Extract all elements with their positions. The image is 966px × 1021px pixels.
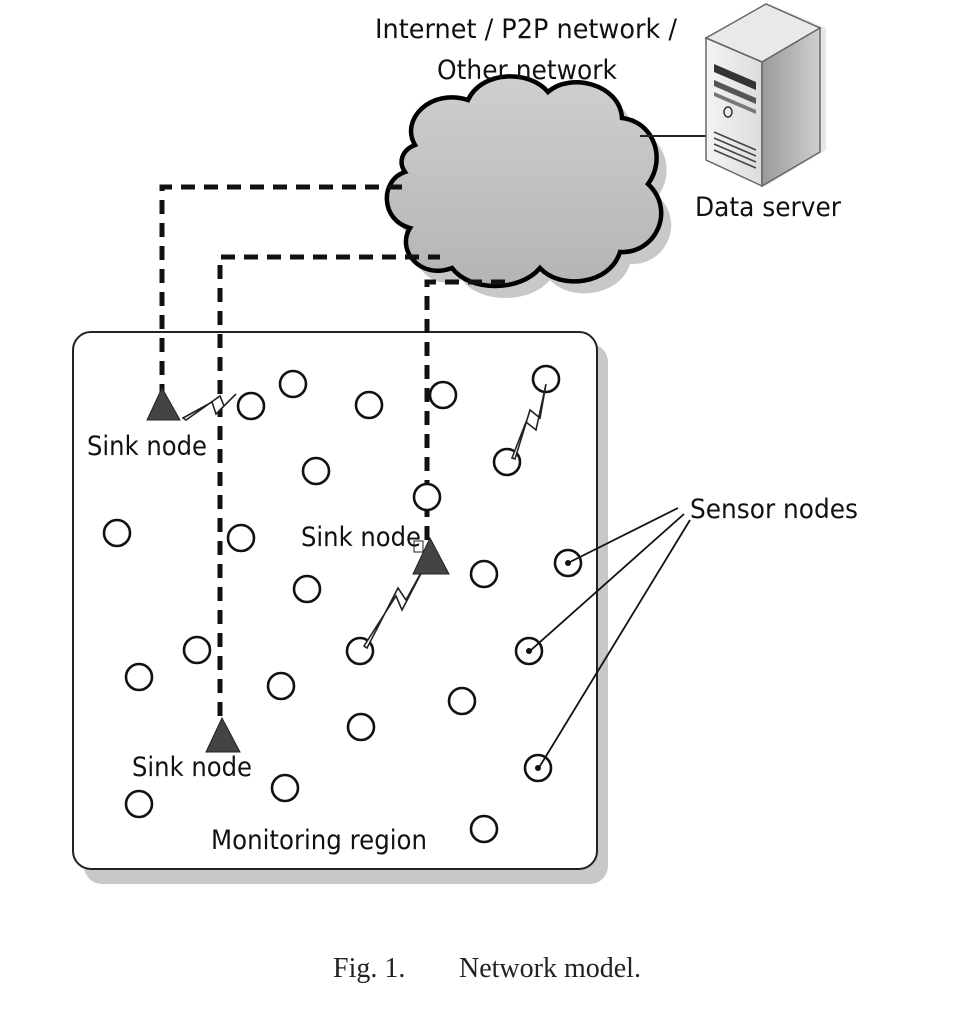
sink-node-2-label: Sink node <box>301 522 421 553</box>
sensor-node-dot <box>565 560 571 566</box>
sensor-node <box>301 456 331 486</box>
sensor-node <box>447 686 477 716</box>
network-label-line1: Internet / P2P network / <box>375 14 678 45</box>
sensor-node <box>236 391 266 421</box>
monitoring-region-box <box>72 331 598 870</box>
wireless-link-icon <box>181 393 237 421</box>
wireless-link-icon <box>362 559 429 650</box>
sensor-nodes <box>102 364 583 844</box>
sink-node-1-icon <box>146 386 181 421</box>
network-label-line2: Other network <box>437 55 617 86</box>
sensor-leader-line <box>539 519 691 767</box>
sensor-node <box>531 364 561 394</box>
sensor-node <box>124 662 154 692</box>
sink-node-3-icon <box>205 716 241 753</box>
sensor-node <box>226 523 256 553</box>
sensor-leader-line <box>530 513 685 651</box>
sensor-node <box>428 380 458 410</box>
caption-title: Network model. <box>459 953 641 984</box>
sink-3-network-link <box>217 254 440 716</box>
sensor-node <box>469 559 499 589</box>
sink-node-3-label: Sink node <box>132 752 252 783</box>
cloud-shape <box>384 74 664 289</box>
caption-fig-number: Fig. 1. <box>333 953 405 984</box>
monitoring-region-label: Monitoring region <box>211 825 427 856</box>
sensor-node <box>102 518 132 548</box>
sensor-node <box>270 773 300 803</box>
sensor-node <box>412 482 442 512</box>
sensor-nodes-label: Sensor nodes <box>690 494 858 525</box>
sensor-node <box>346 712 376 742</box>
sensor-node <box>266 671 296 701</box>
sensor-node <box>292 574 322 604</box>
sensor-node <box>354 390 384 420</box>
data-server-label: Data server <box>695 192 842 223</box>
wireless-link-icon <box>510 383 547 461</box>
sensor-node <box>469 814 499 844</box>
network-cloud <box>384 74 672 298</box>
sink-node-2-icon <box>412 536 450 575</box>
sensor-node <box>182 635 212 665</box>
sink-node-1-label: Sink node <box>87 431 207 462</box>
sink-1-network-link <box>159 184 405 398</box>
sensor-node-dot <box>526 648 532 654</box>
sensor-leader-line <box>569 507 679 563</box>
sensor-node-dot <box>535 765 541 771</box>
sensor-node <box>278 369 308 399</box>
data-server-icon <box>704 3 826 188</box>
sensor-node <box>124 789 154 819</box>
sink-node-2-marker <box>413 540 424 553</box>
sink-2-network-link <box>424 279 505 540</box>
